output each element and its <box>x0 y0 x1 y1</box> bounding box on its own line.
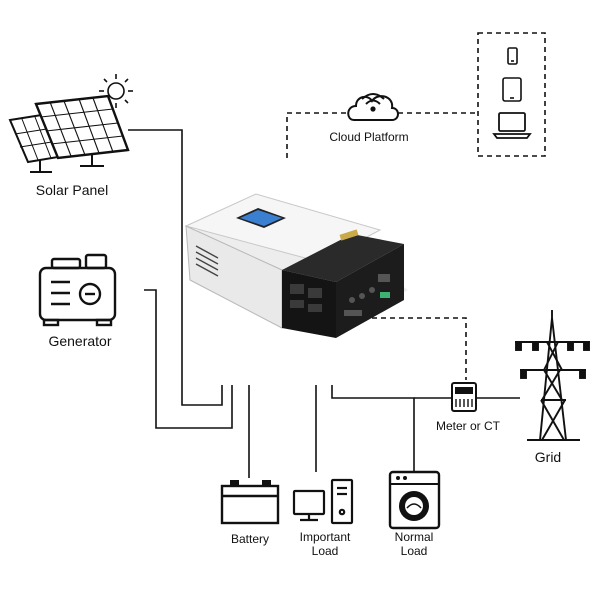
meter-icon <box>451 382 477 412</box>
important-load-label-line2: Load <box>311 544 339 558</box>
solar-panel-label: Solar Panel <box>35 182 109 198</box>
laptop-icon <box>492 112 532 139</box>
cloud-platform-label: Cloud Platform <box>329 130 409 144</box>
solid-wiring <box>128 129 520 478</box>
generator-icon <box>38 253 117 327</box>
grid-label: Grid <box>534 449 562 465</box>
sun-icon <box>99 74 133 108</box>
washing-machine-icon <box>388 470 441 530</box>
transmission-tower-icon <box>515 310 590 441</box>
battery-label: Battery <box>230 532 269 546</box>
cloud-wifi-icon <box>347 93 399 121</box>
inverter-icon <box>184 193 408 338</box>
phone-icon <box>507 47 518 65</box>
solar-panel-icon <box>8 94 130 173</box>
tablet-icon <box>502 77 522 102</box>
normal-load-label-line2: Load <box>400 544 428 558</box>
important-load-label-line1: Important <box>299 530 351 544</box>
generator-label: Generator <box>48 333 112 349</box>
normal-load-label-line1: Normal <box>394 530 434 544</box>
dashed-comm-wiring <box>286 32 546 380</box>
computer-icon <box>292 478 354 525</box>
battery-icon <box>220 480 280 525</box>
meter-or-ct-label: Meter or CT <box>435 419 500 433</box>
